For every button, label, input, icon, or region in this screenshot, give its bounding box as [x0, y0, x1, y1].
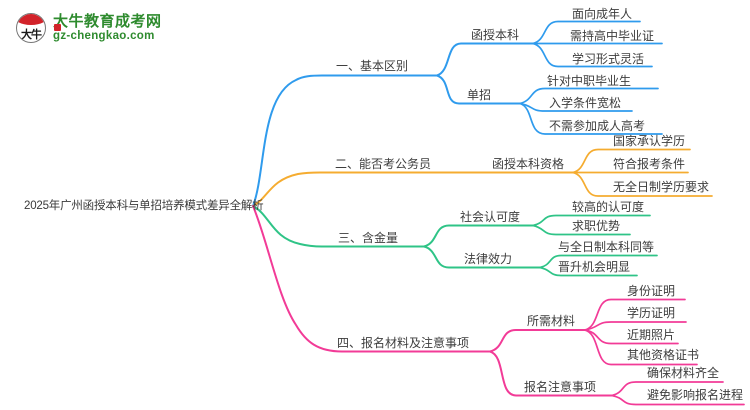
b3-n2-leaf1-curve	[539, 254, 658, 269]
b4-n1-leaf-1: 身份证明	[627, 284, 676, 298]
b1-node2-curve	[436, 74, 521, 105]
b3-n1-leaf2-curve	[532, 224, 631, 236]
b4-node1-curve	[489, 329, 586, 353]
b1-node1-curve	[436, 42, 534, 77]
b4-main-curve	[252, 205, 491, 353]
b1-n2-leaf-3: 不需参加成人高考	[549, 119, 646, 133]
b4-n1-leaf4-curve	[584, 329, 698, 366]
branch-2-lines	[252, 148, 713, 207]
b1-n1-leaf1-curve	[532, 20, 641, 45]
b3-n2-leaf-2: 晋升机会明显	[558, 260, 631, 274]
b4-node-1-label: 所需材料	[527, 314, 576, 328]
b4-n1-leaf2-curve	[584, 321, 687, 331]
b4-n2-leaf-1: 确保材料齐全	[647, 366, 720, 380]
logo-icon-text: 大牛	[21, 29, 42, 41]
b1-node-1-label: 函授本科	[471, 28, 520, 42]
b4-n1-leaf-3: 近期照片	[627, 328, 676, 342]
b1-n2-leaf2-curve	[519, 102, 633, 112]
site-logo: 大牛 大牛教育成考网 gz-chengkao.com	[16, 13, 162, 43]
b4-n2-leaf2-curve	[611, 394, 745, 406]
branch-3-lines	[252, 205, 658, 277]
b3-node-2-label: 法律效力	[464, 252, 513, 266]
b2-leaf1-curve	[572, 148, 691, 174]
site-url: gz-chengkao.com	[53, 29, 155, 42]
b4-n1-leaf-2: 学历证明	[627, 306, 676, 320]
b1-n1-leaf-2: 需持高中毕业证	[570, 29, 655, 43]
root-topic: 2025年广州函授本科与单招培养模式差异全解析	[24, 200, 264, 212]
b3-main-curve	[252, 205, 425, 248]
b1-n2-leaf-1: 针对中职毕业生	[547, 74, 632, 88]
b1-node-2-label: 单招	[467, 88, 492, 102]
b3-n2-leaf-1: 与全日制本科同等	[558, 240, 655, 254]
b4-n1-leaf1-curve	[584, 298, 686, 331]
b4-n1-leaf-4: 其他资格证书	[627, 348, 700, 362]
b2-leaf-3: 无全日制学历要求	[613, 180, 710, 194]
logo-red-arc	[17, 14, 45, 25]
b3-n2-leaf2-curve	[539, 266, 638, 277]
b4-node-2-label: 报名注意事项	[524, 380, 597, 394]
b4-n2-leaf-2: 避免影响报名进程	[647, 388, 744, 402]
b1-n1-leaf-1: 面向成年人	[572, 7, 633, 21]
branch-4-lines	[252, 205, 745, 406]
branch-1-label: 一、基本区别	[336, 59, 409, 73]
b1-n1-leaf-3: 学习形式灵活	[572, 52, 645, 66]
b1-n2-leaf3-curve	[519, 102, 663, 135]
b1-n2-leaf-2: 入学条件宽松	[549, 96, 622, 110]
logo-text-block: 大牛教育成考网 gz-chengkao.com	[53, 12, 162, 43]
b2-leaf3-curve	[572, 171, 713, 197]
daniu-bubble-icon: 大牛	[16, 13, 46, 43]
b1-n2-leaf1-curve	[519, 87, 659, 105]
logo-seal-icon	[54, 24, 61, 31]
b4-n2-leaf1-curve	[611, 381, 724, 397]
b3-node2-curve	[423, 245, 541, 269]
b2-leaf-2: 符合报考条件	[613, 157, 686, 171]
branch-2-label: 二、能否考公务员	[335, 157, 432, 171]
b3-node-1-label: 社会认可度	[460, 210, 521, 224]
b2-node-1-label: 函授本科资格	[492, 157, 565, 171]
branch-1-lines	[252, 20, 663, 207]
b1-n1-leaf3-curve	[532, 42, 653, 68]
b3-n1-leaf-1: 较高的认可度	[572, 200, 645, 214]
branch-3-label: 三、含金量	[338, 231, 399, 245]
b1-main-curve	[252, 74, 438, 207]
b4-node2-curve	[489, 350, 613, 397]
site-name: 大牛教育成考网	[53, 12, 162, 30]
b3-node1-curve	[423, 224, 534, 248]
branch-4-label: 四、报名材料及注意事项	[337, 336, 470, 350]
b2-leaf-1: 国家承认学历	[613, 134, 686, 148]
b2-main-curve	[252, 171, 574, 207]
b3-n1-leaf-2: 求职优势	[572, 219, 621, 233]
b3-n1-leaf1-curve	[532, 214, 651, 227]
